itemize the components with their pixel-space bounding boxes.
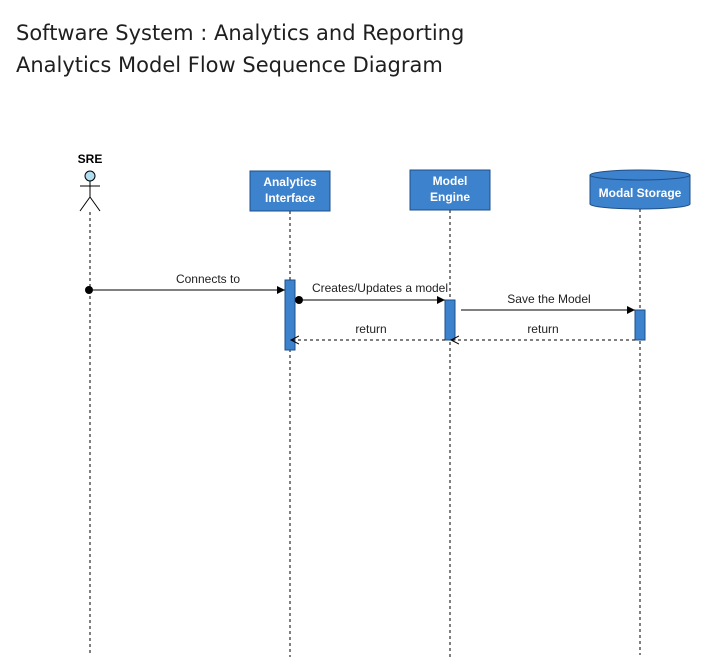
message-creates-updates-model-label: Creates/Updates a model — [312, 281, 448, 295]
database-icon — [589, 169, 691, 210]
message-return-to-engine-label: return — [527, 322, 558, 336]
participant-model-engine-label-1: Model — [433, 174, 468, 188]
actor-sre[interactable]: SRE — [78, 152, 103, 212]
participant-modal-storage[interactable]: Modal Storage — [589, 169, 691, 210]
participant-analytics-interface[interactable]: Analytics Interface — [249, 170, 331, 212]
message-save-model-label: Save the Model — [507, 292, 590, 306]
message-return-to-interface[interactable]: return — [291, 322, 445, 340]
stick-figure-icon — [79, 170, 101, 212]
message-creates-updates-model[interactable]: Creates/Updates a model — [295, 281, 448, 304]
message-save-model[interactable]: Save the Model — [461, 292, 635, 314]
message-connects-to[interactable]: Connects to — [85, 272, 285, 294]
activation-modal-storage — [634, 309, 646, 341]
participant-analytics-interface-label-1: Analytics — [263, 175, 317, 189]
diagram-title-line2: Analytics Model Flow Sequence Diagram — [16, 53, 443, 77]
message-return-to-engine[interactable]: return — [451, 322, 635, 340]
activation-analytics-interface — [284, 279, 296, 351]
message-connects-to-label: Connects to — [176, 272, 240, 286]
participant-modal-storage-label: Modal Storage — [599, 186, 682, 200]
activation-model-engine — [444, 299, 456, 341]
message-return-to-interface-label: return — [355, 322, 386, 336]
actor-sre-label: SRE — [78, 152, 103, 166]
participant-model-engine[interactable]: Model Engine — [409, 169, 491, 211]
participant-model-engine-label-2: Engine — [430, 190, 470, 204]
diagram-title-line1: Software System : Analytics and Reportin… — [16, 21, 465, 45]
participant-analytics-interface-label-2: Interface — [265, 191, 315, 205]
